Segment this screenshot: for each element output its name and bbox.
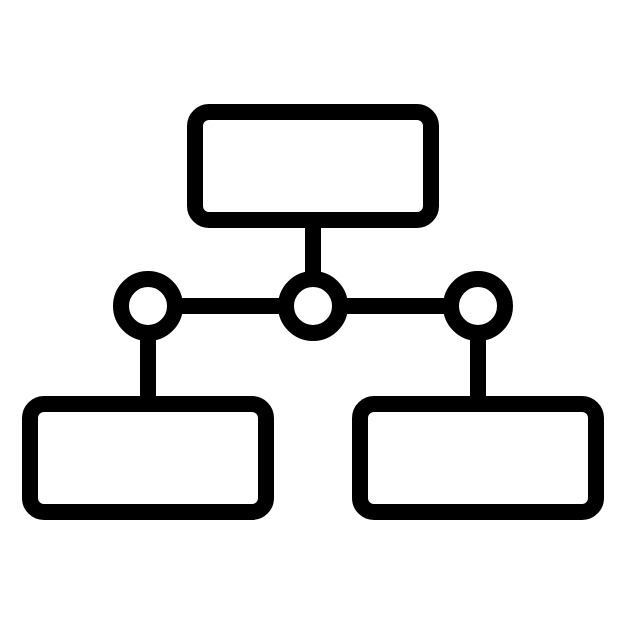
right-box xyxy=(352,396,604,520)
right-junction-node xyxy=(443,271,513,341)
left-box xyxy=(22,396,274,520)
top-box xyxy=(187,104,439,228)
left-junction-node xyxy=(113,271,183,341)
center-junction-node xyxy=(278,271,348,341)
